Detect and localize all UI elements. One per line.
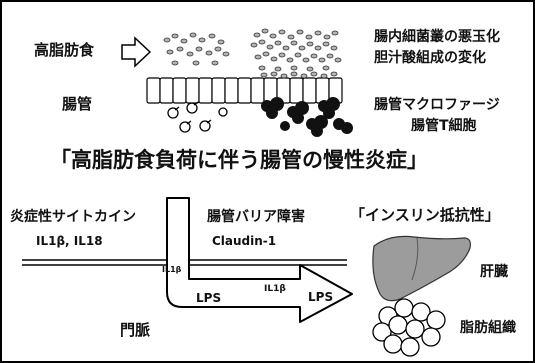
cytokine-list-label: IL1β, IL18 — [36, 234, 103, 248]
claudin-label: Claudin-1 — [212, 234, 277, 248]
activated-macrophage-icon — [261, 97, 353, 137]
insulin-resistance-label: 「インスリン抵抗性」 — [350, 206, 500, 224]
liver-icon — [372, 235, 471, 302]
lps-left-label: LPS — [196, 291, 222, 305]
il1b-arrow-label: IL1β — [264, 284, 286, 294]
bacteria-on-epithelium-icon — [260, 71, 338, 79]
gut-bacteria-left-icon — [163, 32, 230, 66]
il1b-small-label: IL1β — [162, 265, 182, 274]
diet-arrow-icon — [121, 36, 152, 68]
translocation-arrow-icon — [166, 197, 353, 323]
intestine-label: 腸管 — [62, 95, 93, 113]
adipose-label: 脂肪組織 — [460, 320, 516, 336]
barrier-dysfunction-label: 腸管バリア障害 — [207, 209, 305, 225]
resting-macrophage-icon — [167, 101, 228, 133]
epithelium-icon — [146, 77, 343, 104]
cytokine-label: 炎症性サイトカイン — [10, 209, 136, 225]
liver-label: 肝臓 — [480, 264, 508, 280]
adipocyte-cluster-icon — [372, 298, 446, 357]
page-title: 「高脂肪食負荷に伴う腸管の慢性炎症」 — [50, 148, 428, 172]
high-fat-diet-label: 高脂肪食 — [34, 41, 95, 59]
portal-vein-label: 門脈 — [120, 321, 151, 339]
gut-macrophage-label: 腸管マクロファージ — [374, 97, 500, 113]
microbiota-change-label: 腸内細菌叢の悪玉化 — [374, 29, 500, 45]
lps-right-label: LPS — [308, 290, 334, 304]
gut-bacteria-right-icon — [250, 28, 342, 72]
bile-acid-change-label: 胆汁酸組成の変化 — [374, 50, 486, 66]
gut-t-cell-label: 腸管T細胞 — [411, 118, 477, 134]
